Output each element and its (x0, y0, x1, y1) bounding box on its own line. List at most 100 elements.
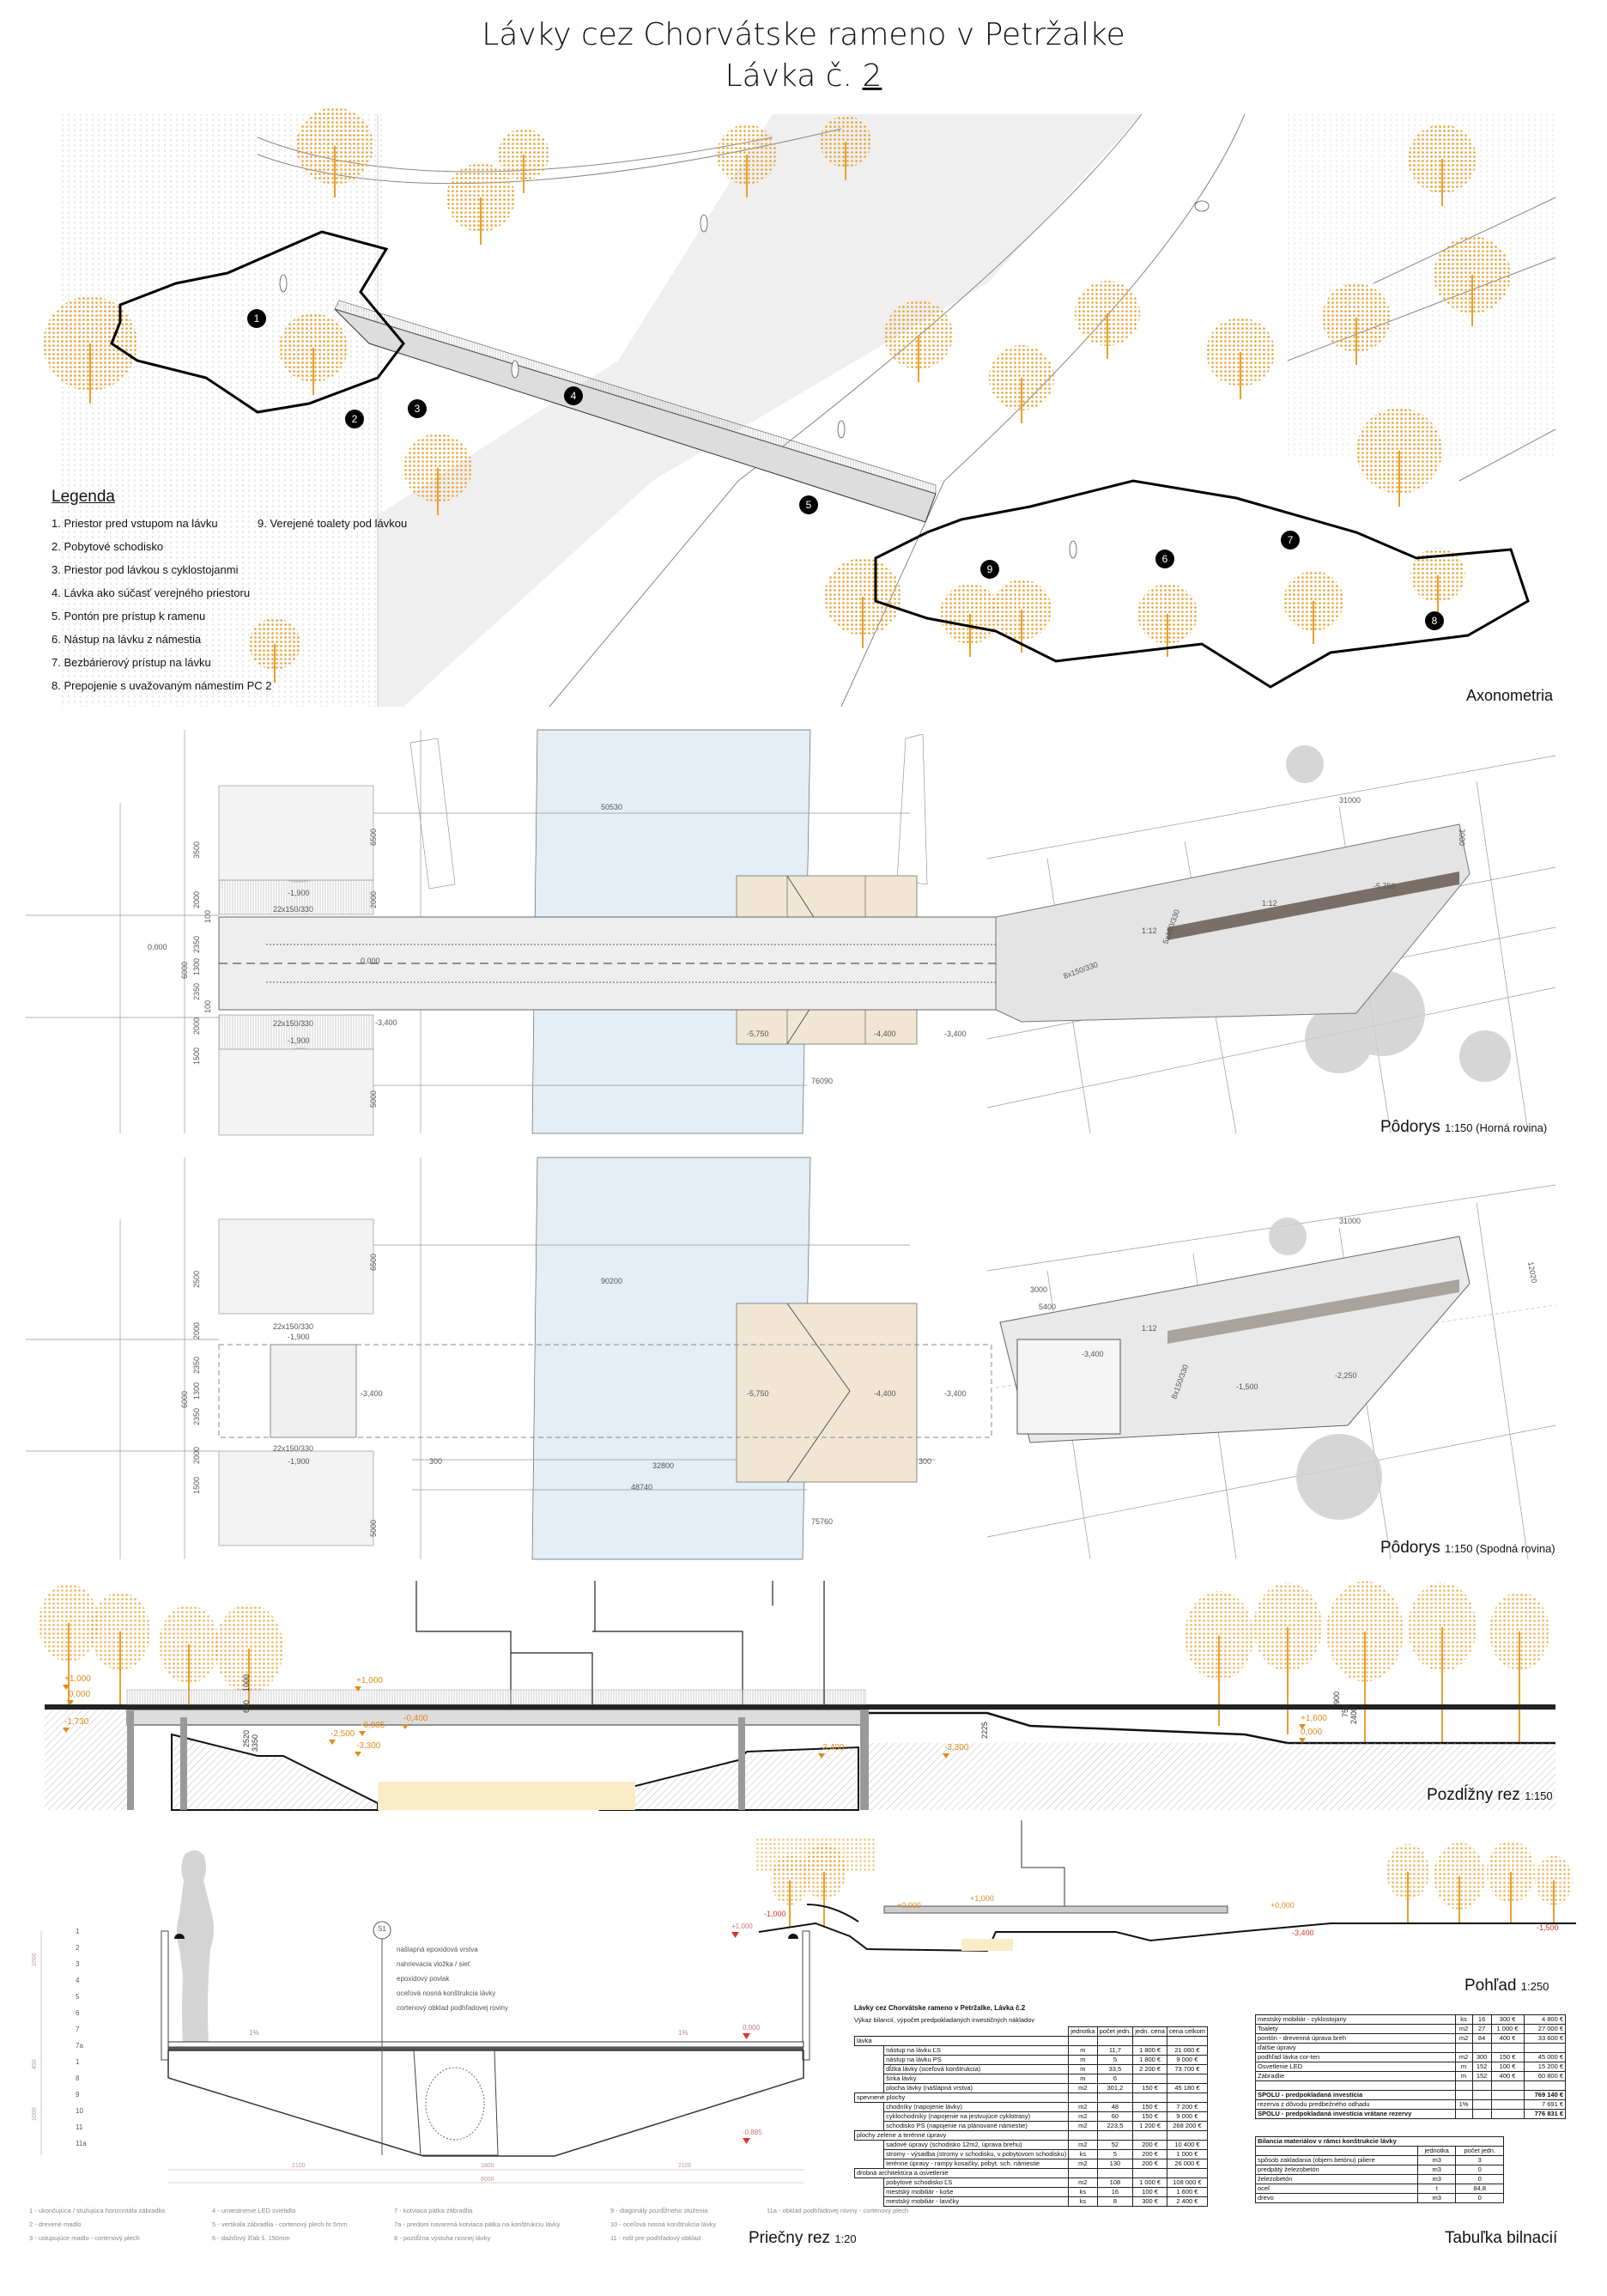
column-header: jednotka (1416, 2146, 1457, 2156)
dimension-label: 2350 (192, 1357, 201, 1374)
empty-cell (1132, 2093, 1167, 2103)
cross-section-note: 1 - ukončujúca / stužujúca horizontála z… (29, 2207, 166, 2214)
level-mark: -0,400 (403, 1714, 428, 1723)
item-name: predpätý železobetón (1255, 2165, 1418, 2175)
indent (855, 2150, 884, 2159)
dimension-label: -4,400 (874, 1030, 896, 1038)
pontoon (736, 1303, 918, 1483)
stairs-left (218, 785, 374, 1136)
dimension-label: 48740 (631, 1483, 652, 1491)
unit: t (1416, 2184, 1457, 2194)
quantity: 52 (1096, 2140, 1134, 2150)
total-price: 15 200 € (1523, 2062, 1567, 2072)
plan-upper-label: Pôdorys 1:150 (Horná rovina) (1380, 1118, 1547, 1137)
detail-id: S1 (378, 1925, 386, 1933)
table-section-row: lávka (853, 2036, 1209, 2046)
dimension-label: 6000 (180, 1391, 189, 1408)
quantity: 152 (1471, 2062, 1492, 2072)
unit: m2 (1068, 2121, 1098, 2131)
total-price: 9 000 € (1166, 2111, 1209, 2122)
item-name (1255, 2080, 1456, 2091)
item-name: Zábradlie (1255, 2071, 1456, 2081)
table-section-row: spevnené plochy (853, 2093, 1209, 2103)
quantity: 5 (1096, 2055, 1134, 2065)
marker-number: 3 (415, 403, 421, 415)
dimension-label: 31000 (1339, 1217, 1361, 1225)
unit-price: 300 € (1490, 2014, 1525, 2025)
long-section-title: Pozdĺžny rez (1427, 1786, 1520, 1804)
marker-circle (1155, 550, 1174, 568)
level-mark: +1,000 (64, 1674, 91, 1684)
dimension-label: 22x150/330 (273, 905, 313, 914)
dimension-label: 2000 (192, 891, 201, 908)
plan-upper-scale: 1:150 (Horná rovina) (1444, 1121, 1548, 1134)
long-section-scale: 1:150 (1525, 1789, 1553, 1802)
quantity (1471, 2109, 1492, 2119)
empty-cell (1523, 2043, 1567, 2053)
total-price: 268 200 € (1166, 2121, 1209, 2131)
table-row: SPOLU - predpokladaná investícia vrátane… (1255, 2109, 1567, 2119)
dimension-label: 3000 (1458, 829, 1466, 846)
level-triangle-icon (355, 1686, 361, 1692)
unit: m2 (1454, 2024, 1473, 2034)
dimension-label: 22x150/330 (273, 1322, 313, 1331)
table-section-row: ďalšie úpravy (1255, 2043, 1567, 2053)
section-label: spevnené plochy (853, 2093, 1070, 2103)
cross-section (40, 1837, 876, 2184)
dimension-label: 31000 (1339, 796, 1361, 805)
dimension-label: 5400 (1039, 1303, 1056, 1311)
unit-price: 1 200 € (1132, 2121, 1167, 2131)
legend-item: 7. Bezbárierový prístup na lávku (52, 656, 211, 669)
column-header: počet jedn. (1455, 2146, 1504, 2156)
site-outline-left (110, 230, 405, 414)
item-name: dĺžka lávky (oceľová konštrukcia) (883, 2064, 1070, 2074)
unit-price (1490, 2090, 1525, 2100)
dimension-label: 2100 (678, 2163, 692, 2169)
unit (1454, 2109, 1473, 2119)
level-mark: -1,500 (1537, 1923, 1559, 1932)
item-name: spôsob zakladania (objem betónu) piliere (1255, 2155, 1418, 2165)
legend-item: 5. Pontón pre prístup k ramenu (52, 610, 206, 623)
dimension-label: 2350 (192, 983, 201, 1000)
cross-section-note: 3 - ustupujúce madlo - cortenový plech (29, 2234, 140, 2242)
item-name: mestský mobiliár - cyklostojany (1255, 2014, 1456, 2025)
quantity: 84 (1471, 2033, 1492, 2044)
dimension-label: 6000 (180, 962, 189, 979)
plan-lower-label: Pôdorys 1:150 (Spodná rovina) (1380, 1539, 1555, 1558)
quantity: 16 (1471, 2014, 1492, 2025)
quantity: 5 (1096, 2149, 1134, 2159)
level-mark: -2,500 (330, 1729, 355, 1739)
dimension-label: 0,000 (361, 957, 380, 965)
unit: m2 (1454, 2033, 1473, 2044)
ground-bank-right (597, 1746, 859, 1811)
total-price: 7 200 € (1166, 2102, 1209, 2112)
dimension-label: -5,750 (747, 1030, 769, 1038)
site-outline-right (874, 479, 1530, 689)
dimension-label: 2000 (192, 1447, 201, 1464)
level-mark: +1,000 (970, 1894, 994, 1903)
item-name: terénne úpravy - rampy kosačky, pobyt. s… (883, 2159, 1070, 2169)
quantity: 223,5 (1096, 2121, 1134, 2131)
dimension-label: 2350 (192, 1408, 201, 1425)
bridge-number: 2 (862, 58, 882, 94)
level-triangle-icon (943, 1753, 949, 1758)
marker-number: 6 (1162, 553, 1168, 565)
total-price: 26 000 € (1166, 2159, 1209, 2169)
dimension-label: 2500 (192, 1271, 201, 1288)
level-mark: +0,000 (1270, 1901, 1295, 1910)
dimension-label: 32800 (652, 1461, 674, 1470)
dimension-label: 1500 (192, 1048, 201, 1065)
dimension-label: 100 (203, 1000, 212, 1013)
unit-price: 1 000 € (1490, 2024, 1525, 2034)
marker-circle (1425, 611, 1444, 630)
dimension-label: 0,000 (148, 943, 167, 951)
dimension-label: 1000 (242, 1674, 251, 1692)
